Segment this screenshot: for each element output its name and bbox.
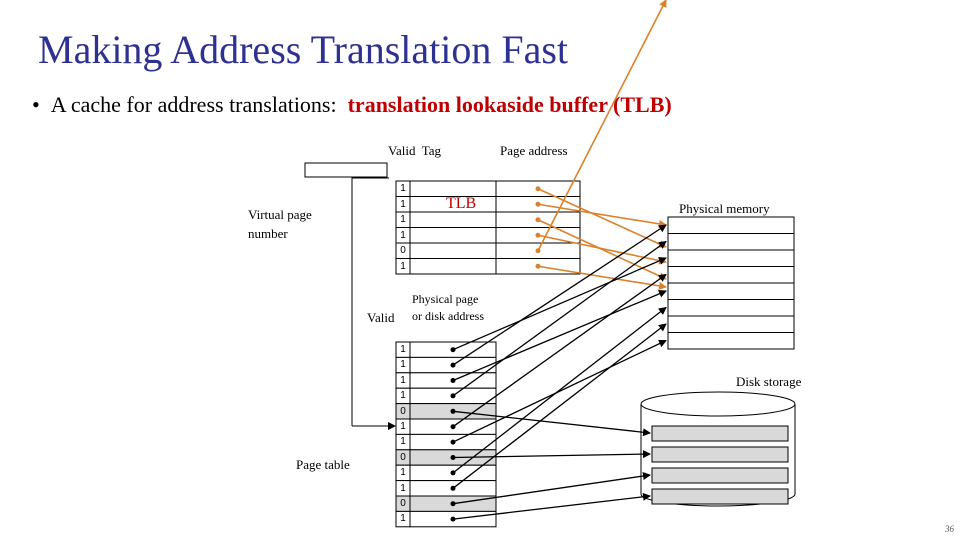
disk-block	[651, 425, 789, 442]
physical-memory	[667, 216, 795, 350]
bullet-text: A cache for address translations:	[50, 92, 337, 117]
disk-storage	[640, 391, 796, 507]
tlb-valid-bit: 0	[400, 245, 406, 256]
pt-mapping-arrow	[452, 472, 651, 505]
pt-mapping-arrow	[452, 306, 667, 474]
pt-valid-bit: 1	[400, 390, 406, 402]
pt-valid-bit: 1	[400, 513, 406, 525]
tlb-header-page-address: Page address	[500, 143, 568, 158]
mapping-arrows	[450, 0, 667, 522]
disk-storage-label: Disk storage	[736, 374, 802, 389]
pt-header-physical-line1: Physical page	[412, 292, 479, 306]
pt-valid-bit: 1	[400, 359, 406, 371]
tlb-valid-bit: 1	[400, 229, 406, 241]
physical-memory-label: Physical memory	[679, 201, 770, 216]
tlb-valid-bit: 1	[400, 183, 406, 194]
slide-title: Making Address Translation Fast	[38, 27, 569, 72]
pt-valid-bit: 1	[400, 467, 406, 479]
pt-header-physical-line2: or disk address	[412, 309, 484, 323]
pt-valid-bit: 0	[400, 405, 406, 417]
page-number: 36	[945, 524, 954, 534]
pt-mapping-arrow	[452, 339, 667, 443]
virtual-page-register	[304, 162, 388, 178]
tlb-title: TLB	[446, 195, 477, 212]
pt-mapping-arrow	[452, 240, 667, 397]
pt-valid-bit: 0	[400, 451, 406, 463]
tlb-valid-bit: 1	[400, 260, 406, 272]
tlb-mapping-arrow	[537, 0, 667, 252]
virtual-page-number-label: Virtual page number	[248, 207, 312, 241]
pt-mapping-arrow	[452, 492, 651, 520]
pt-mapping-arrow	[452, 290, 667, 382]
pt-mapping-arrow	[452, 257, 667, 351]
pt-valid-bit: 1	[400, 421, 406, 432]
page-table-label: Page table	[296, 457, 350, 472]
disk-top	[640, 391, 796, 417]
tlb-mapping-arrow	[537, 188, 667, 248]
pt-valid-bit: 1	[400, 436, 406, 448]
pt-valid-bit: 1	[400, 344, 406, 355]
pt-mapping-arrow	[452, 450, 651, 459]
tlb-mapping-arrow	[537, 265, 667, 290]
disk-block	[651, 467, 789, 484]
pt-valid-bit: 1	[400, 374, 406, 386]
pt-mapping-arrow	[452, 273, 667, 428]
pt-mapping-arrow	[452, 224, 667, 366]
pt-mapping-arrow	[452, 410, 651, 437]
tlb-valid-bit: 1	[400, 214, 406, 225]
bullet-marker: •	[32, 92, 51, 117]
pt-valid-bit: 0	[400, 498, 406, 509]
pt-mapping-arrow	[452, 323, 667, 489]
pt-valid-bit: 1	[400, 482, 406, 494]
tlb-header-valid-tag: Valid Tag	[388, 143, 442, 158]
tlb-valid-bit: 1	[400, 198, 406, 210]
pt-header-valid: Valid	[367, 310, 395, 325]
disk-block	[651, 488, 789, 505]
disk-block	[651, 446, 789, 463]
